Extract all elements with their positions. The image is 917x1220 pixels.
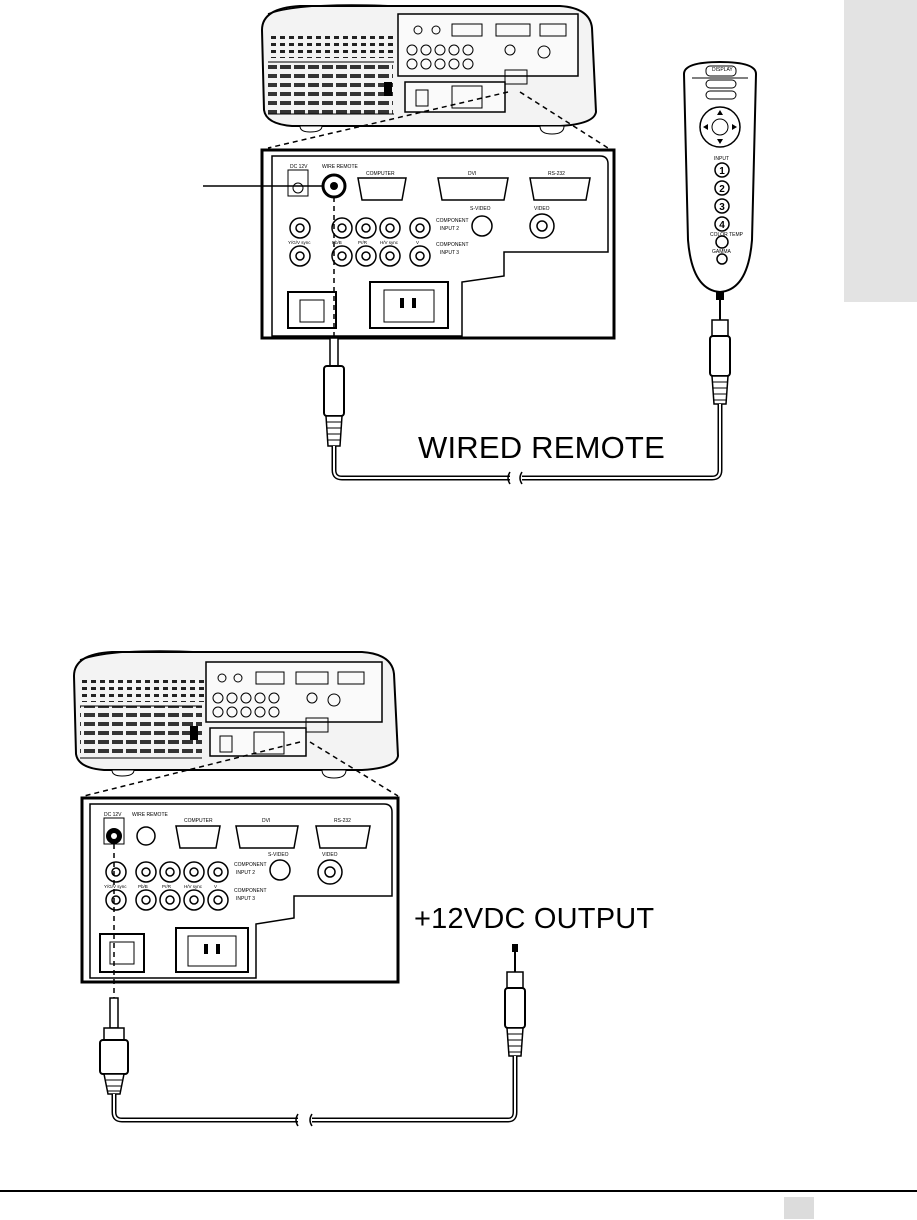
panel-label: WIRE REMOTE xyxy=(132,812,168,818)
panel-label: RS-232 xyxy=(548,171,565,177)
panel-label: V xyxy=(416,240,419,245)
panel-label: DC 12V xyxy=(104,812,122,818)
panel-label: Pb/B xyxy=(138,884,148,889)
remote-label: GAMMA xyxy=(712,249,732,255)
panel-label: INPUT 3 xyxy=(440,250,459,256)
rear-panel-enlarged-bottom: DC 12V WIRE REMOTE COMPUTER DVI RS-232 S… xyxy=(80,796,400,984)
panel-label: H/V sync xyxy=(380,240,399,245)
projector-illustration-bottom xyxy=(72,650,400,779)
panel-label: VIDEO xyxy=(534,206,550,212)
panel-label: DC 12V xyxy=(290,164,308,170)
remote-label: COLOR TEMP xyxy=(710,232,744,238)
wired-remote-caption: WIRED REMOTE xyxy=(418,430,665,465)
panel-label: INPUT 2 xyxy=(440,226,459,232)
footer-rule xyxy=(0,1190,917,1192)
page-edge-tab xyxy=(844,0,917,302)
panel-label: DVI xyxy=(262,818,270,824)
mini-plug-left-top xyxy=(323,337,345,447)
panel-label: COMPONENT xyxy=(234,862,267,868)
remote-key-4: 4 xyxy=(719,220,725,231)
rear-panel-enlarged-top: DC 12V WIRE REMOTE COMPUTER DVI RS-232 S… xyxy=(260,148,616,340)
panel-label: RS-232 xyxy=(334,818,351,824)
panel-label: H/V sync xyxy=(184,884,203,889)
panel-label: INPUT 3 xyxy=(236,896,255,902)
panel-label: DVI xyxy=(468,171,476,177)
panel-label: INPUT 2 xyxy=(236,870,255,876)
remote-key-1: 1 xyxy=(719,166,725,177)
dc-output-caption: +12VDC OUTPUT xyxy=(414,903,655,935)
remote-label: DISPLAY xyxy=(712,67,733,73)
panel-label: Y/G/V sync xyxy=(104,884,127,889)
projector-illustration-top xyxy=(260,4,598,135)
wired-remote-diagram: DC 12V WIRE REMOTE COMPUTER DVI RS-232 S… xyxy=(203,4,758,485)
remote-key-3: 3 xyxy=(719,202,725,213)
panel-label: S-VIDEO xyxy=(268,852,289,858)
panel-label: Pb/B xyxy=(332,240,342,245)
panel-label: S-VIDEO xyxy=(470,206,491,212)
mini-plug-right-bottom xyxy=(504,944,526,1057)
dc-plug-left-bottom xyxy=(99,997,129,1095)
mini-plug-right-top xyxy=(709,292,731,405)
panel-label: COMPONENT xyxy=(234,888,267,894)
panel-label: COMPUTER xyxy=(366,171,395,177)
remote-label: INPUT xyxy=(714,156,729,162)
panel-label: COMPUTER xyxy=(184,818,213,824)
dc-output-diagram: DC 12V WIRE REMOTE COMPUTER DVI RS-232 S… xyxy=(72,650,526,1127)
panel-label: V xyxy=(214,884,217,889)
panel-label: Y/G/V sync xyxy=(288,240,311,245)
remote-control-illustration: DISPLAY INPUT COLOR TEMP GAMMA 1 2 3 4 xyxy=(682,60,758,294)
page-number-box xyxy=(784,1197,814,1219)
panel-label: COMPONENT xyxy=(436,242,469,248)
panel-label: Pr/R xyxy=(358,240,368,245)
panel-label: COMPONENT xyxy=(436,218,469,224)
panel-label: WIRE REMOTE xyxy=(322,164,358,170)
panel-label: VIDEO xyxy=(322,852,338,858)
panel-label: Pr/R xyxy=(162,884,172,889)
remote-key-2: 2 xyxy=(719,184,725,195)
